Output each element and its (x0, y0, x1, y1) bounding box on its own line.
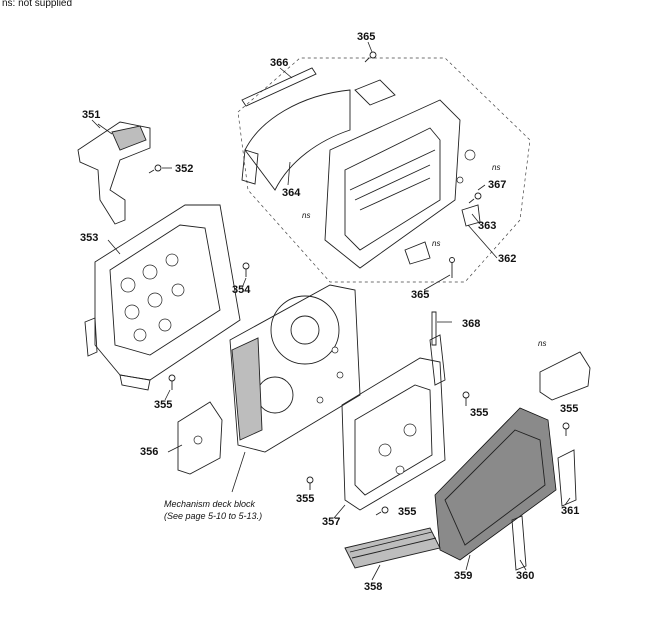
label-359: 359 (454, 570, 472, 582)
label-368: 368 (462, 318, 480, 330)
part-351-bracket (77, 121, 151, 225)
part-360-connector (511, 515, 527, 571)
label-352: 352 (175, 163, 193, 175)
part-353-frame (84, 204, 241, 391)
label-363: 363 (478, 220, 496, 232)
screw-354 (242, 262, 250, 277)
part-361-strip (557, 449, 577, 507)
label-360: 360 (516, 570, 534, 582)
ns-label-frame: ns (302, 211, 310, 220)
screw-355-right (462, 391, 470, 406)
label-367: 367 (488, 179, 506, 191)
ns-label-367: ns (492, 163, 500, 172)
label-365-top: 365 (357, 31, 375, 43)
label-357: 357 (322, 516, 340, 528)
label-355-center: 355 (296, 493, 314, 505)
part-364-cover (241, 89, 351, 191)
upper-frame (324, 79, 481, 269)
label-355-far-right: 355 (560, 403, 578, 415)
label-351: 351 (82, 109, 100, 121)
label-355-right: 355 (470, 407, 488, 419)
label-366: 366 (270, 57, 288, 69)
label-364: 364 (282, 187, 301, 199)
label-362: 362 (498, 253, 516, 265)
screw-355-bottom (375, 506, 389, 516)
upper-assembly-outline (237, 57, 531, 283)
part-358-flex-cable (344, 527, 441, 569)
part-357-frame (341, 334, 446, 511)
label-356: 356 (140, 446, 158, 458)
screw-355-left (168, 374, 176, 390)
part-356-board (177, 401, 223, 475)
screw-365-top (364, 51, 377, 63)
not-supplied-note: ns: not supplied (2, 0, 73, 9)
label-358: 358 (364, 581, 382, 593)
part-366-rod (241, 67, 317, 107)
ns-label-right: ns (538, 339, 546, 348)
part-359-circuit-board (434, 407, 557, 561)
mechanism-note-line1: Mechanism deck block (164, 499, 256, 509)
screw-367 (468, 192, 482, 204)
part-368-strip (431, 311, 452, 346)
mechanism-deck-block (229, 284, 361, 453)
label-361: 361 (561, 505, 579, 517)
screw-365-bottom (449, 257, 455, 278)
screw-355-center (306, 476, 314, 490)
label-355-bottom: 355 (398, 506, 416, 518)
label-365-bottom: 365 (411, 289, 429, 301)
label-355-left: 355 (154, 399, 172, 411)
screw-355-far-right (562, 422, 570, 436)
mechanism-note-line2: (See page 5-10 to 5-13.) (164, 511, 263, 521)
label-354: 354 (232, 284, 251, 296)
screw-352 (148, 164, 162, 174)
ns-bracket-right (539, 351, 591, 401)
label-353: 353 (80, 232, 98, 244)
ns-label-bottom: ns (432, 239, 440, 248)
